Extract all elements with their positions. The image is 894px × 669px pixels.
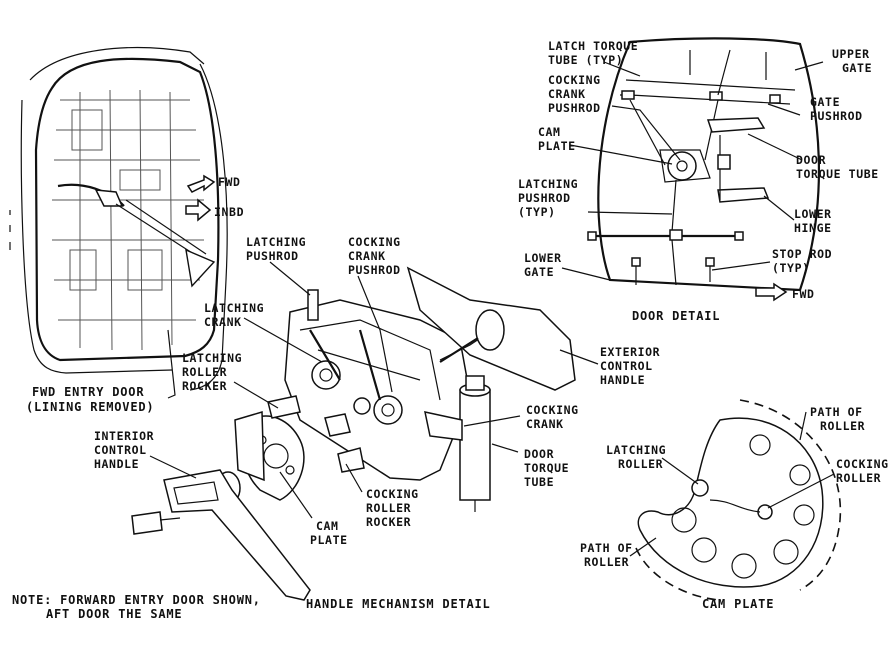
fwd-arrow-icon [186,174,216,193]
latching-pushrod-typ-label: LATCHING PUSHROD (TYP) [518,177,586,219]
handle-mechanism-detail-caption: HANDLE MECHANISM DETAIL [306,597,491,611]
gate-pushrod-label: GATE PUSHROD [810,95,863,123]
fwd-arrow-top-icon [755,282,788,302]
door-detail-caption: DOOR DETAIL [632,309,720,323]
cam-plate-caption: CAM PLATE [702,597,774,611]
fwd-top-label: FWD [792,287,815,301]
lower-hinge-label: LOWER HINGE [794,207,839,235]
handle-mechanism-drawing [131,266,576,601]
stop-rod-label: STOP ROD (TYP) [772,247,840,275]
leader-lines [149,61,835,557]
labels: LATCH TORQUE TUBE (TYP) UPPER GATE COCKI… [12,39,894,621]
cam-plate-mech-label: CAM PLATE [310,519,348,547]
cocking-roller-label: COCKING ROLLER [836,457,894,485]
latching-roller-rocker-label: LATCHING ROLLER ROCKER [182,351,250,393]
path-of-roller-bottom-label: PATH OF ROLLER [580,541,640,569]
inbd-label: INBD [214,205,244,219]
cocking-crank-pushrod-top-label: COCKING CRANK PUSHROD [548,73,608,115]
latching-pushrod-mech-label: LATCHING PUSHROD [246,235,314,263]
door-torque-tube-top-label: DOOR TORQUE TUBE [796,153,879,181]
door-torque-tube-mech-label: DOOR TORQUE TUBE [524,447,577,489]
note-text: NOTE: FORWARD ENTRY DOOR SHOWN, AFT DOOR… [12,593,269,621]
fwd-left-label: FWD [218,175,241,189]
interior-control-handle-label: INTERIOR CONTROL HANDLE [94,429,162,471]
exterior-control-handle-label: EXTERIOR CONTROL HANDLE [600,345,668,387]
fwd-entry-door-caption: FWD ENTRY DOOR (LINING REMOVED) [26,385,154,414]
latching-crank-label: LATCHING CRANK [204,301,272,329]
latch-torque-tube-label: LATCH TORQUE TUBE (TYP) [548,39,646,67]
path-of-roller-top-label: PATH OF ROLLER [810,405,870,433]
cocking-crank-label: COCKING CRANK [526,403,586,431]
cam-plate-top-label: CAM PLATE [538,125,576,153]
cocking-crank-pushrod-mech-label: COCKING CRANK PUSHROD [348,235,408,277]
upper-gate-label: UPPER GATE [832,47,877,75]
latching-roller-label: LATCHING ROLLER [606,443,674,471]
inbd-arrow-icon [185,198,212,222]
cam-plate-drawing [635,399,842,601]
fwd-entry-door-drawing [9,46,228,399]
orientation-arrows-left [185,174,216,222]
cocking-roller-rocker-label: COCKING ROLLER ROCKER [366,487,426,529]
lower-gate-label: LOWER GATE [524,251,569,279]
door-detail-drawing [587,37,821,302]
